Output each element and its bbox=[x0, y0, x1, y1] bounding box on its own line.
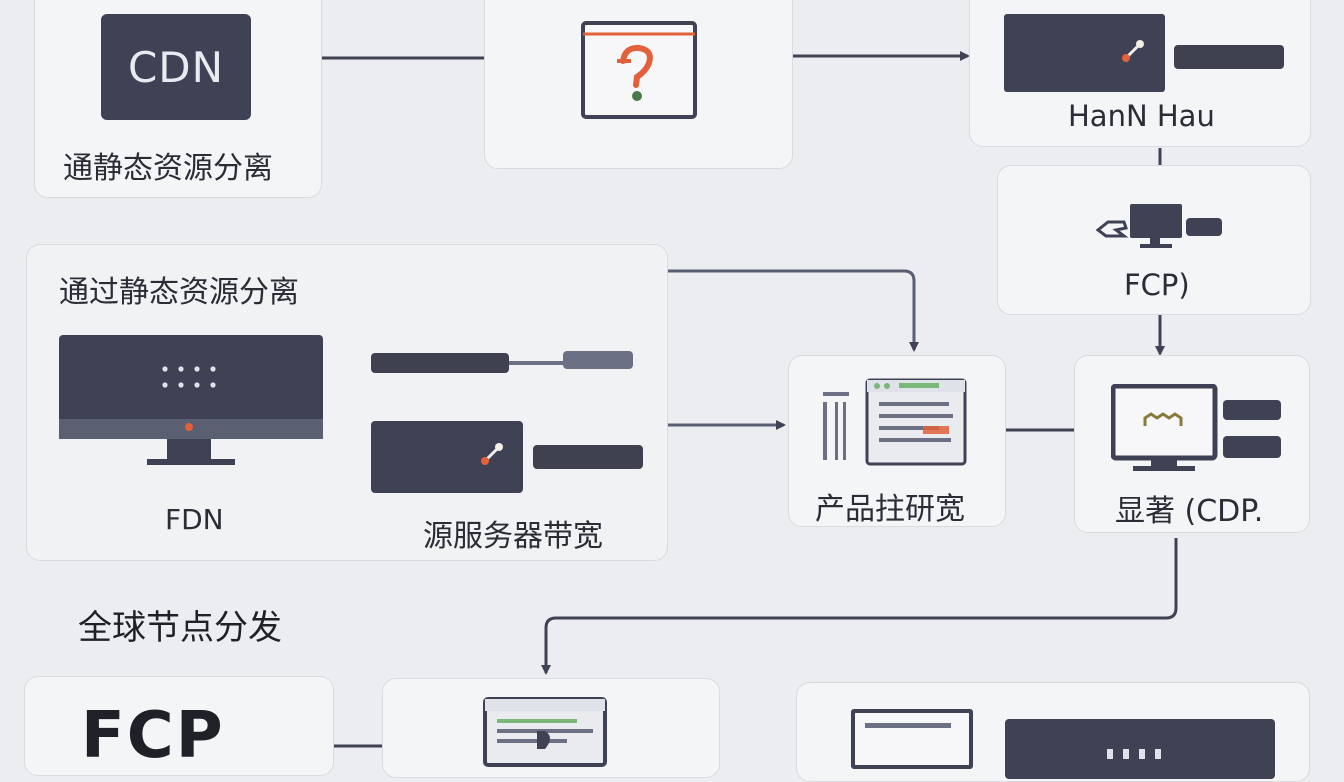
bandwidth-bar-top bbox=[371, 353, 509, 373]
monitor-caption: FDN bbox=[165, 503, 224, 536]
bottom-left-card: FCP bbox=[24, 676, 334, 776]
link-icon bbox=[1122, 40, 1144, 62]
cdn-logo-text: CDN bbox=[127, 42, 225, 92]
document-icon bbox=[823, 378, 973, 468]
separation-panel: 通过静态资源分离 FDN 源服务器带宽 bbox=[26, 244, 668, 561]
cdn-caption: 通静态资源分离 bbox=[63, 151, 273, 186]
hann-caption: HanN Hau bbox=[1068, 99, 1215, 133]
server-bar bbox=[533, 445, 643, 469]
display-card: 显著 (CDP. bbox=[1074, 355, 1310, 533]
bottom-left-text: FCP bbox=[81, 699, 225, 773]
device-screen bbox=[1004, 14, 1165, 92]
bottom-window-icon bbox=[851, 709, 973, 769]
bottom-middle-card bbox=[382, 678, 720, 778]
question-window-icon bbox=[581, 21, 697, 119]
bandwidth-caption: 源服务器带宽 bbox=[423, 519, 603, 554]
arrow-display-to-bottom bbox=[541, 538, 1178, 675]
bandwidth-bar-right bbox=[563, 351, 633, 369]
computer-link-icon bbox=[1095, 200, 1226, 250]
hann-card: HanN Hau bbox=[969, 0, 1311, 147]
bottom-dark-panel bbox=[1005, 719, 1275, 779]
fcp-card: FCP) bbox=[997, 165, 1311, 315]
cdn-card: CDN 通静态资源分离 bbox=[34, 0, 322, 198]
arrow-title-to-product bbox=[376, 269, 919, 352]
fcp-caption: FCP) bbox=[1124, 268, 1190, 302]
bottom-right-card bbox=[796, 682, 1310, 782]
bandwidth-line bbox=[509, 361, 565, 365]
bottom-document-icon bbox=[483, 697, 607, 767]
product-caption: 产品拄研宽 bbox=[815, 492, 965, 527]
global-heading: 全球节点分发 bbox=[78, 608, 282, 648]
server-screen bbox=[371, 421, 523, 493]
center-top-card bbox=[484, 0, 793, 169]
device-bar bbox=[1174, 45, 1284, 69]
product-card: 产品拄研宽 bbox=[788, 355, 1006, 527]
separation-title: 通过静态资源分离 bbox=[59, 275, 299, 310]
server-link-icon bbox=[481, 443, 503, 465]
display-caption: 显著 (CDP. bbox=[1115, 494, 1264, 529]
monitor-icon bbox=[59, 335, 323, 475]
display-monitor-icon bbox=[1110, 383, 1287, 474]
monitor-dots bbox=[161, 365, 221, 391]
cdn-logo: CDN bbox=[101, 14, 251, 120]
